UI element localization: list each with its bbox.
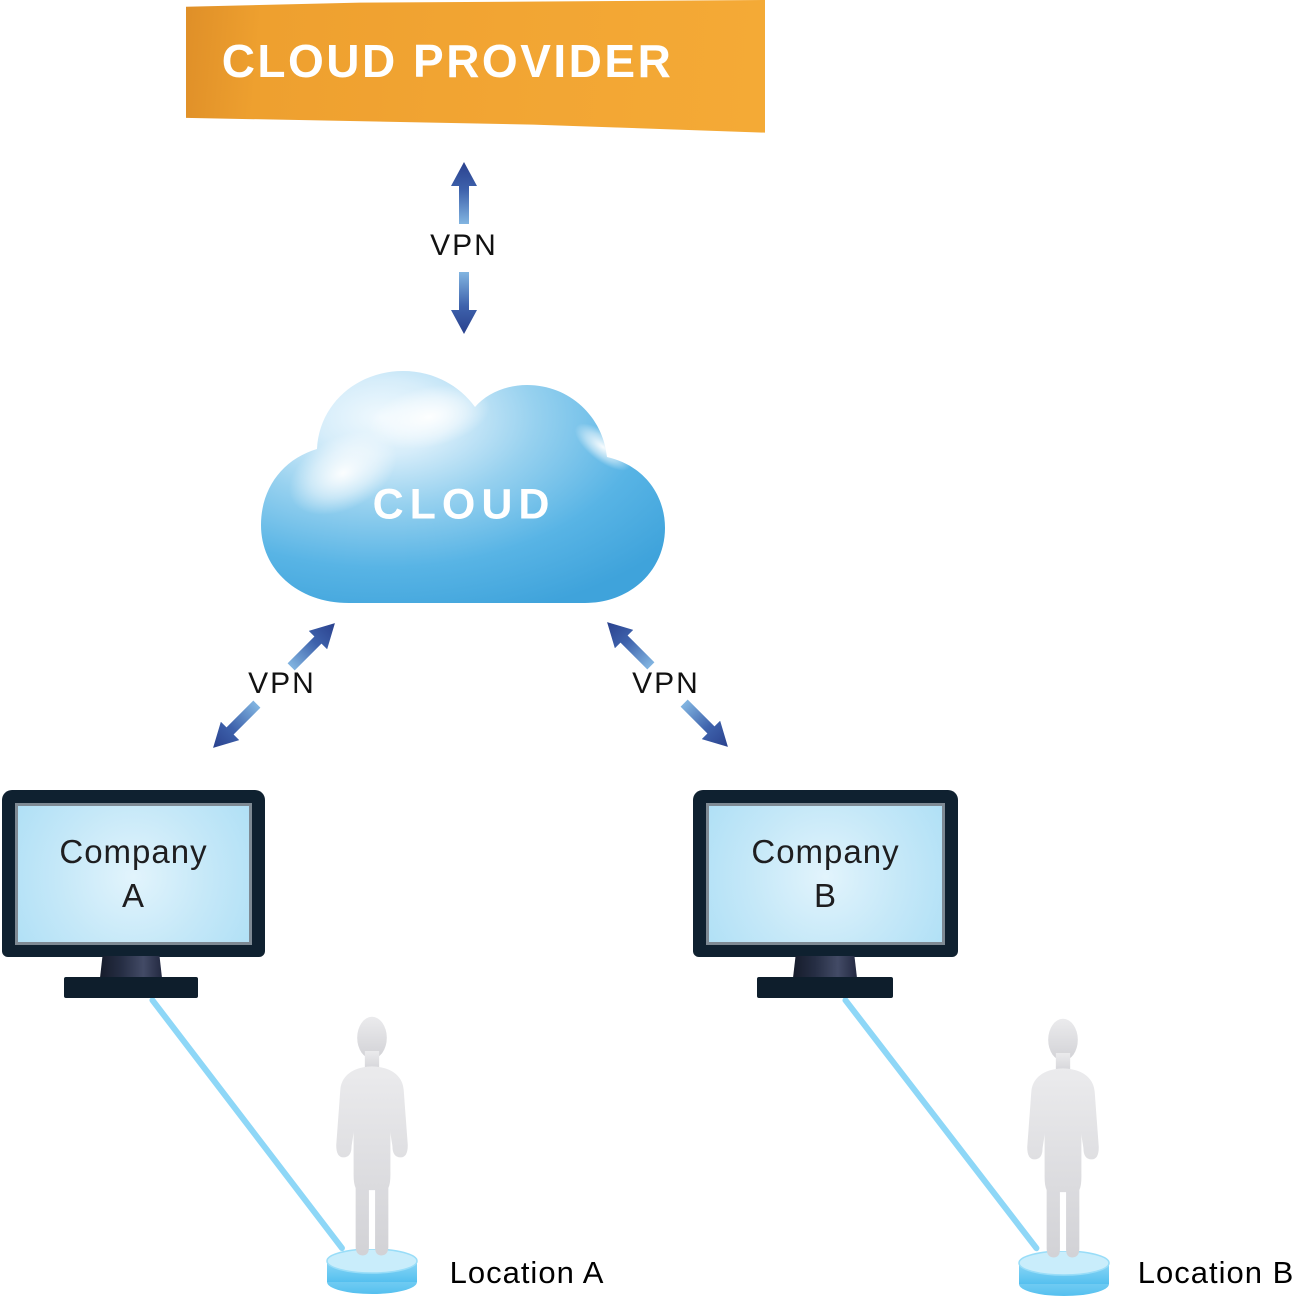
person-a-icon bbox=[336, 1016, 408, 1256]
person-b-icon bbox=[1027, 1018, 1099, 1258]
monitor-b: Company B bbox=[693, 790, 958, 957]
company-a-label: Company A bbox=[59, 830, 207, 918]
monitor-a-stand-base bbox=[64, 977, 198, 998]
vpn-label-provider: VPN bbox=[430, 229, 498, 262]
company-b-line1: Company bbox=[751, 833, 900, 870]
vpn-arrow-up-icon bbox=[451, 162, 477, 224]
cable-b bbox=[841, 996, 1041, 1253]
monitor-b-stand-neck bbox=[793, 956, 857, 978]
vpn-label-site-b: VPN bbox=[632, 667, 700, 700]
cloud-label: CLOUD bbox=[372, 480, 556, 529]
company-a-line1: Company bbox=[59, 833, 208, 870]
vpn-arrow-up-right-icon bbox=[287, 623, 335, 671]
location-b-label: Location B bbox=[1137, 1255, 1292, 1290]
cable-a bbox=[148, 996, 347, 1253]
location-a-label: Location A bbox=[449, 1255, 605, 1290]
platform-disc-a bbox=[326, 1249, 418, 1294]
monitor-a: Company A bbox=[2, 790, 265, 957]
vpn-arrow-up-left-icon bbox=[607, 622, 655, 670]
monitor-b-screen: Company B bbox=[706, 803, 945, 945]
company-b-line2: B bbox=[813, 877, 837, 914]
platform-disc-b bbox=[1018, 1251, 1110, 1296]
monitor-b-stand-base bbox=[757, 977, 893, 998]
cloud-provider-label: CLOUD PROVIDER bbox=[221, 35, 674, 87]
company-a-line2: A bbox=[121, 877, 145, 914]
vpn-label-site-a: VPN bbox=[248, 667, 316, 700]
company-b-label: Company B bbox=[751, 830, 899, 918]
vpn-arrow-down-right-icon bbox=[680, 699, 728, 747]
cloud-provider-banner: CLOUD PROVIDER bbox=[186, 0, 765, 133]
vpn-arrow-down-icon bbox=[451, 272, 477, 334]
monitor-a-screen: Company A bbox=[15, 803, 252, 945]
cloud-icon bbox=[261, 371, 665, 603]
vpn-arrow-down-left-icon bbox=[213, 700, 261, 748]
monitor-a-stand-neck bbox=[100, 956, 162, 978]
